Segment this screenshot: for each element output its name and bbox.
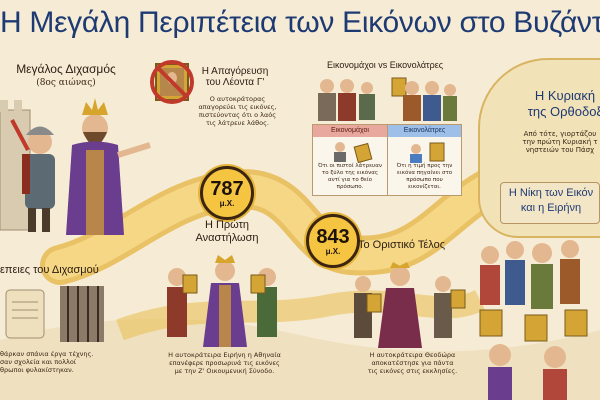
sunday-text-line1: Από τότε, γιορτάζου (523, 130, 597, 138)
badge-787: 787 μ.Χ. (200, 166, 254, 220)
iconodule-text-line4: εικονίζεται. (408, 184, 441, 190)
sunday-title-line1: Η Κυριακή (534, 88, 596, 103)
theodora-scene (354, 262, 466, 348)
ban-title: Η Απαγόρευση του Λέοντα Γ' (190, 66, 280, 88)
consequences-text-line2: σαν σχολεία και πολλοί (0, 358, 77, 366)
ban-text-line2: απαγορεύει τις εικόνες, (198, 103, 277, 111)
badge-843-era: μ.Χ. (325, 246, 341, 256)
schism-subtitle: (8ος αιώνας) (36, 78, 96, 88)
iconodule-text-line2: εικόνα πηγαίνει στο (396, 170, 453, 176)
theodora-text-line1: Η αυτοκράτειρα Θεοδώρα (369, 351, 456, 359)
theodora-text-line2: αποκατέστησε για πάντα (371, 359, 454, 367)
compare-title: Εικονομάχοι vs Εικονολάτρες (326, 60, 444, 70)
theodora-text: Η αυτοκράτειρα Θεοδώρα αποκατέστησε για … (345, 351, 480, 375)
consequences-text-line3: θρωποι φυλακίστηκαν. (0, 366, 74, 374)
consequences-title: επειες του Διχασμού (0, 264, 99, 276)
compare-divider (387, 125, 388, 196)
irene-text-line3: με την Ζ' Οικουμενική Σύνοδο. (174, 367, 275, 375)
ban-title-line2: του Λέοντα Γ' (205, 77, 265, 88)
iconoclast-text-line4: πρόσωπο. (336, 184, 364, 190)
iconodule-text-line3: πρόσωπο που (406, 177, 443, 183)
irene-scene (167, 255, 277, 347)
sunday-title: Η Κυριακή της Ορθοδοξ (515, 88, 600, 120)
page-title: Η Μεγάλη Περιπέτεια των Εικόνων στο Βυζά… (0, 6, 600, 39)
consequences-text-line1: θάρκαν σπάνια έργα τέχνης. (0, 350, 94, 358)
crowd-scene (479, 240, 588, 400)
victory-text: Η Νίκη των Εικόν και η Ειρήνη (502, 186, 600, 216)
badge-787-year: 787 (210, 177, 244, 200)
first-restore-line1: Η Πρώτη (204, 219, 250, 231)
compare-figures (318, 77, 457, 121)
iconoclast-text-line1: Ότι οι πιστοί λάτρευαν (318, 163, 382, 169)
iconodule-text-line1: Ότι η τιμή προς την (396, 163, 453, 169)
ban-text-line4: τις λάτρευε λάθος. (206, 119, 269, 127)
consequences-text: θάρκαν σπάνια έργα τέχνης. σαν σχολεία κ… (0, 350, 150, 374)
sunday-title-line2: της Ορθοδοξ (527, 104, 600, 119)
victory-line2: και η Ειρήνη (520, 202, 582, 214)
ban-text-line1: Ο αυτοκράτορας (209, 95, 266, 103)
badge-787-era: μ.Χ. (219, 198, 235, 208)
irene-text: Η αυτοκράτειρα Ειρήνη η Αθηναία επανέφερ… (152, 351, 297, 375)
consequences-scene (5, 286, 104, 342)
first-restore-title: Η Πρώτη Αναστήλωση (172, 219, 282, 245)
irene-text-line1: Η αυτοκράτειρα Ειρήνη η Αθηναία (168, 351, 281, 359)
iconoclasts-label: Εικονομάχοι (313, 125, 387, 137)
iconodule-text: Ότι η τιμή προς την εικόνα πηγαίνει στο … (388, 163, 461, 191)
iconoclast-text-line2: το ξύλο της εικόνας (321, 170, 379, 176)
iconodules-label: Εικονολάτρες (388, 125, 461, 137)
badge-843-year: 843 (316, 225, 350, 248)
theodora-text-line3: τις εικόνες στις εκκλησίες. (367, 367, 458, 375)
victory-line1: Η Νίκη των Εικόν (508, 187, 594, 199)
sunday-text: Από τότε, γιορτάζου την πρώτη Κυριακή τ … (510, 130, 600, 154)
irene-text-line2: επανέφερε προσωρινά τις εικόνες (169, 359, 280, 367)
first-restore-line2: Αναστήλωση (195, 232, 259, 244)
schism-scene (0, 98, 151, 235)
final-end-title: Το Οριστικό Τέλος (358, 239, 446, 251)
sunday-text-line2: την πρώτη Κυριακή τ (522, 138, 598, 146)
ban-text: Ο αυτοκράτορας απαγορεύει τις εικόνες, π… (190, 95, 285, 127)
iconodule-scene (410, 142, 445, 163)
forbidden-icon-frame (150, 60, 194, 104)
sunday-text-line3: νηστειών του Πάσχ (525, 146, 595, 154)
iconoclast-text-line3: αντί για το θείο (327, 177, 373, 183)
ban-text-line3: πιστεύοντας ότι ο λαός (198, 111, 277, 119)
ban-title-line1: Η Απαγόρευση (201, 66, 269, 77)
iconoclast-scene (334, 142, 373, 163)
iconoclast-text: Ότι οι πιστοί λάτρευαν το ξύλο της εικόν… (313, 163, 387, 191)
schism-title: Μεγάλος Διχασμός (16, 62, 116, 76)
badge-843: 843 μ.Χ. (306, 214, 360, 268)
